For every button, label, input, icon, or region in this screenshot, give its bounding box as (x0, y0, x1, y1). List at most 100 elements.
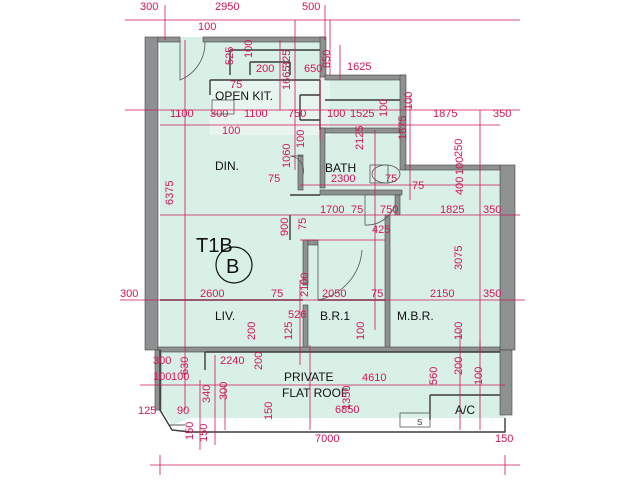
room-labels: OPEN KIT. DIN. BATH LIV. B.R.1 M.B.R. PR… (215, 89, 475, 427)
dim-r6-100b: 100 (453, 322, 465, 340)
dim-left-6375: 6375 (164, 181, 176, 205)
dim-b-1060: 1060 (281, 144, 293, 168)
dim-k-1625: 1625 (347, 61, 371, 73)
dim-bot-150: 150 (495, 433, 513, 445)
dim-k-100b: 100 (243, 40, 255, 58)
dim-m-2300: 2300 (331, 173, 355, 185)
unit-letter-circle (215, 246, 253, 284)
dim-r5-75b: 75 (371, 288, 383, 300)
dim-r8-100: 100 (171, 371, 189, 383)
fixtures (159, 40, 506, 433)
dim-m-75c: 75 (412, 180, 424, 192)
dim-r4-75b: 75 (297, 218, 309, 230)
unit-code: T1B (196, 235, 233, 257)
dim-r4-350: 350 (483, 204, 501, 216)
dim-r2-100c: 100 (378, 99, 390, 117)
dim-r8-340: 340 (201, 385, 213, 403)
dim-k-75: 75 (230, 79, 242, 91)
room-ac: A/C (455, 403, 475, 417)
dim-r9-90: 90 (177, 405, 189, 417)
unit-badge: T1B B (196, 235, 253, 284)
dimension-texts: 300 2950 500 100 525 100 200 75 1665 325… (120, 1, 513, 445)
dim-r5-75a: 75 (271, 288, 283, 300)
dim-r2-350: 350 (493, 108, 511, 120)
dim-r2-1100a: 1100 (170, 108, 194, 120)
room-open-kitchen: OPEN KIT. (215, 89, 273, 103)
dim-r9-150: 150 (263, 402, 275, 420)
br1-door-swing-icon (317, 245, 363, 301)
walls (144, 36, 516, 416)
dim-r7-300: 300 (153, 355, 171, 367)
s-box-icon (399, 412, 431, 428)
dim-k-325: 325 (281, 50, 293, 68)
room-private-roof-line1: PRIVATE (284, 370, 334, 384)
dim-top-2950: 2950 (215, 1, 239, 13)
dim-r2-750: 750 (288, 108, 306, 120)
unit-letter: B (226, 256, 239, 278)
room-bath: BATH (325, 161, 356, 175)
dim-r7-4610: 4610 (362, 372, 386, 384)
dim-r2-1875: 1875 (433, 108, 457, 120)
dim-r7-200: 200 (253, 352, 265, 370)
mbr-door-swing-icon (364, 195, 396, 226)
s-mark: S (417, 418, 422, 427)
roof-parapet (159, 350, 506, 433)
dim-r5-2600: 2600 (200, 288, 224, 300)
dim-k-1665: 1665 (281, 66, 293, 90)
dim-r8-300: 300 (218, 382, 230, 400)
dim-b-2125: 2125 (354, 126, 366, 150)
dim-m-400: 400 (454, 177, 466, 195)
dim-r8-1350: 1350 (341, 386, 353, 410)
dim-r6-125: 125 (283, 322, 295, 340)
dim-r2-100b: 100 (403, 92, 415, 110)
dim-r4-900: 900 (279, 218, 291, 236)
basin-icon (369, 164, 389, 184)
dim-r5-350: 350 (483, 288, 501, 300)
dim-m-75a: 75 (268, 173, 280, 185)
dim-r7-200b: 200 (453, 357, 465, 375)
dim-r6-526: 526 (288, 309, 306, 321)
dim-r4-425: 425 (372, 224, 390, 236)
dim-bot-7000: 7000 (315, 433, 339, 445)
room-bedroom-1: B.R.1 (320, 309, 350, 323)
dim-k-650: 650 (304, 63, 322, 75)
dim-r2-1100b: 1100 (244, 108, 268, 120)
dimension-lines (120, 5, 525, 475)
dim-k-100a: 100 (198, 21, 216, 33)
dim-r5-300: 300 (120, 288, 138, 300)
dim-k-525: 525 (224, 47, 236, 65)
bath-door-swing-icon (289, 155, 304, 176)
dim-r2-1675: 1675 (397, 116, 409, 140)
room-master-bedroom: M.B.R. (397, 309, 434, 323)
dim-r4-3075: 3075 (453, 246, 465, 270)
dim-m-75b: 75 (385, 173, 397, 185)
room-living: LIV. (215, 309, 235, 323)
dim-r7-560: 560 (428, 367, 440, 385)
dim-b-100: 100 (295, 130, 307, 148)
dim-r7-630: 630 (179, 357, 191, 375)
dim-m-100: 100 (454, 157, 466, 175)
dim-r5-2100: 2100 (299, 273, 311, 297)
dim-k-850: 850 (321, 50, 333, 68)
dim-r2-100: 100 (327, 108, 345, 120)
dim-r4-75: 75 (351, 204, 363, 216)
room-dining: DIN. (215, 159, 239, 173)
dim-r2-300: 300 (210, 108, 228, 120)
dim-b-250: 250 (453, 139, 465, 157)
dim-top-500: 500 (302, 1, 320, 13)
dim-r6-100a: 100 (355, 322, 367, 340)
dim-r4-750: 750 (380, 204, 398, 216)
dim-r7-2240: 2240 (220, 355, 244, 367)
dim-r10-150: 150 (184, 422, 196, 440)
dim-r7-100: 100 (153, 371, 171, 383)
dim-r6-200: 200 (246, 322, 258, 340)
dim-r2-1525: 1525 (350, 108, 374, 120)
dim-r4-1700: 1700 (320, 204, 344, 216)
dim-kit-100: 100 (222, 125, 240, 137)
dim-r9-125: 125 (138, 405, 156, 417)
dim-r8-100b: 100 (473, 367, 485, 385)
dim-r4-1825: 1825 (440, 204, 464, 216)
dim-r10-150b: 150 (198, 424, 210, 442)
dim-r5-2050: 2050 (322, 288, 346, 300)
